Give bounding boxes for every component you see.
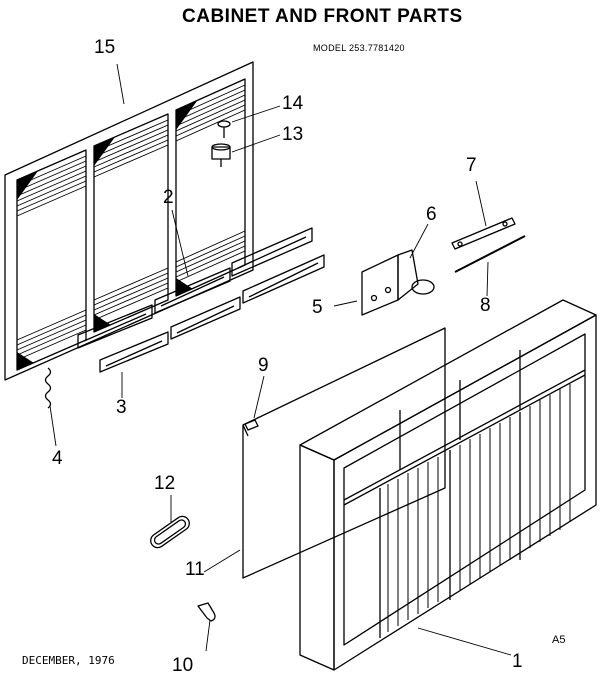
callout-3: 3 [116,397,127,418]
filter-clip [244,419,259,431]
drain-gasket [150,515,190,549]
filter-panel [242,327,446,579]
callout-12: 12 [154,473,176,494]
control-knob [211,143,231,167]
hinge-clip [197,602,216,622]
cabinet-front-frame [299,299,597,671]
callout-15: 15 [94,37,116,58]
lower-handle-strips [99,254,325,373]
callout-10: 10 [172,655,194,676]
callout-5: 5 [312,297,323,318]
page-code: A5 [552,634,566,646]
knob-screw [217,120,231,138]
callout-11: 11 [185,559,205,580]
callout-8: 8 [480,295,491,316]
callout-14: 14 [282,93,304,114]
spring-clip [44,367,52,409]
callout-1: 1 [512,651,523,672]
callout-7: 7 [466,155,477,176]
callout-4: 4 [52,448,63,469]
callout-13: 13 [282,124,304,145]
front-grille-panel [4,61,254,381]
callout-9: 9 [258,355,269,376]
hinge-rod [454,235,526,273]
mounting-bracket [361,249,435,316]
upper-handle-strips [77,227,313,349]
callout-6: 6 [426,204,437,225]
leader-lines [49,63,512,656]
publication-date: DECEMBER, 1976 [22,654,115,667]
hinge-bar [451,217,516,250]
callout-2: 2 [163,187,174,208]
diagram-title: CABINET AND FRONT PARTS [182,6,463,27]
model-number: MODEL 253.7781420 [313,43,405,53]
